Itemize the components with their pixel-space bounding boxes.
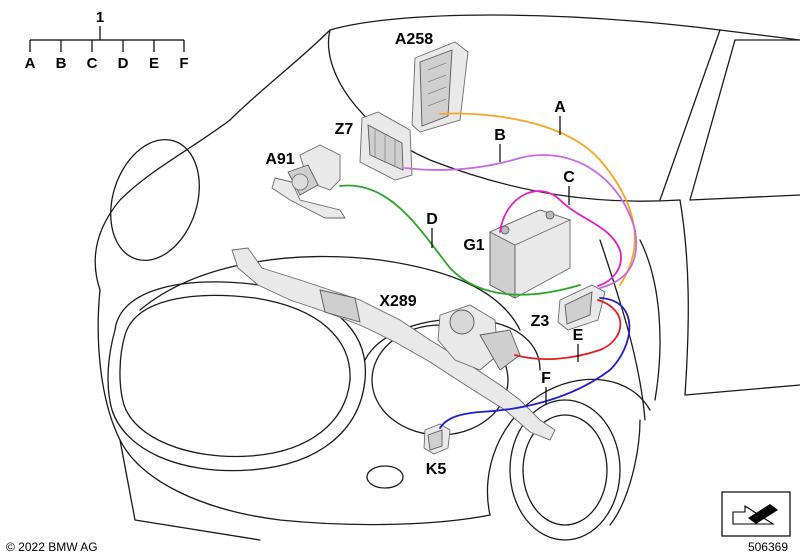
- cable-f-wire: [439, 297, 631, 429]
- label-k5: K5: [426, 461, 447, 478]
- left-headlight: [110, 138, 200, 262]
- tree-leaf-e: E: [149, 55, 159, 72]
- cable-labels: A B C D E F: [426, 99, 584, 405]
- cable-label-b: B: [494, 127, 506, 144]
- tree-leaf-c: C: [87, 55, 98, 72]
- cable-label-f: F: [541, 370, 551, 387]
- cable-e-wire: [514, 299, 622, 361]
- label-z3: Z3: [531, 313, 550, 330]
- cable-c-wire: [499, 190, 622, 287]
- component-x289-steering-rack: X289: [231, 247, 556, 441]
- diagram-number: 506369: [747, 540, 788, 554]
- label-g1: G1: [463, 237, 484, 254]
- tree-leaf-d: D: [118, 55, 129, 72]
- cable-a-wire: [439, 112, 636, 286]
- cable-harness: [339, 112, 638, 429]
- label-a91: A91: [265, 151, 294, 168]
- windshield-frame: [659, 29, 721, 201]
- right-headlight: [509, 399, 621, 541]
- hood-outline: [329, 14, 800, 41]
- component-a258: A258: [395, 31, 469, 133]
- cable-label-d: D: [426, 211, 438, 228]
- copyright-text: © 2022 BMW AG: [6, 540, 98, 554]
- cable-label-c: C: [563, 169, 575, 186]
- tree-leaf-a: A: [25, 55, 36, 72]
- cable-label-a: A: [554, 99, 566, 116]
- right-wheel-arch: [486, 378, 651, 516]
- cable-b-wire: [404, 154, 638, 289]
- tree-leaf-f: F: [179, 55, 188, 72]
- front-grille: [107, 281, 367, 472]
- label-x289: X289: [379, 293, 416, 310]
- tree-leaf-b: B: [56, 55, 67, 72]
- arrow-in-box-icon: [721, 491, 791, 537]
- component-g1-battery: G1: [463, 209, 572, 299]
- cable-tree-legend: 1 A B C D E F: [25, 9, 189, 72]
- component-z3: Z3: [531, 284, 606, 331]
- tree-root-label: 1: [96, 9, 104, 26]
- label-a258: A258: [395, 31, 433, 48]
- cable-d-wire: [339, 184, 581, 296]
- cable-label-e: E: [573, 327, 584, 344]
- car-outline: [94, 14, 800, 541]
- label-z7: Z7: [335, 121, 354, 138]
- component-a91: A91: [265, 144, 346, 219]
- fog-light: [366, 465, 404, 489]
- component-k5: K5: [423, 423, 451, 478]
- component-z7: Z7: [335, 111, 413, 181]
